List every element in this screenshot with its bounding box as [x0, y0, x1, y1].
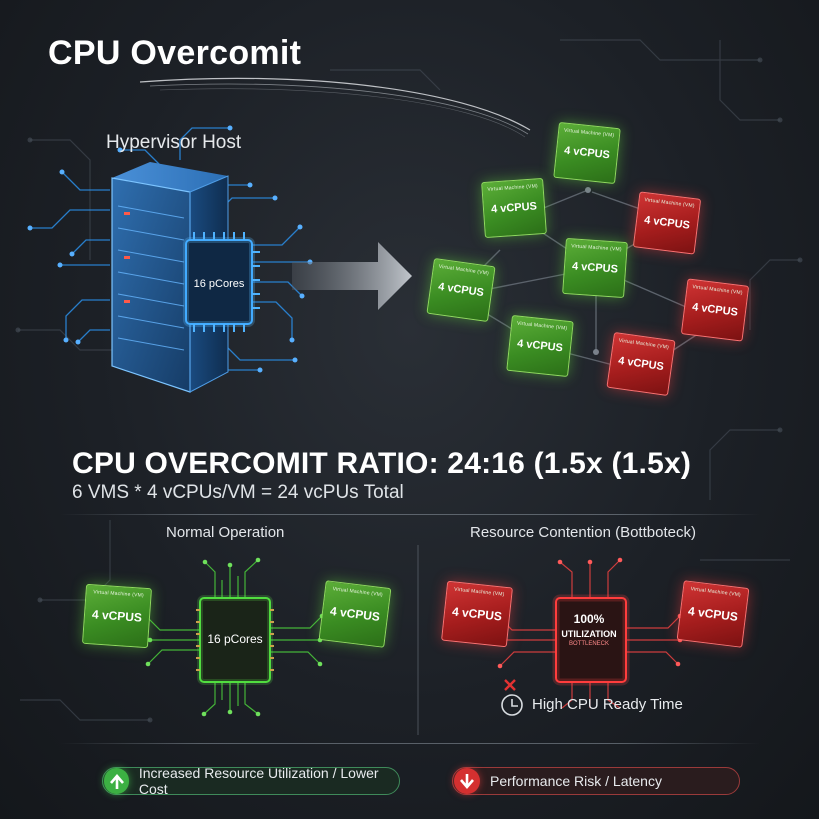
- benefit-badge: [104, 768, 129, 794]
- risk-badge: [454, 768, 480, 794]
- benefit-pill: Increased Resource Utilization / Lower C…: [102, 765, 400, 797]
- vm-card: Virtual Machine (VM) 4 vCPUS: [606, 331, 676, 397]
- risk-pill: Performance Risk / Latency: [452, 767, 740, 795]
- overcommit-ratio-heading: CPU OVERCOMIT RATIO: 24:16 (1.5x (1.5x): [72, 447, 692, 480]
- vm-card: Virtual Machine (VM) 4 vCPUS: [481, 177, 547, 239]
- clock-warning-icon: [501, 679, 523, 716]
- vm-card: Virtual Machine (VM) 4 vCPUS: [506, 314, 574, 378]
- normal-chip-icon: [196, 595, 274, 685]
- vm-card: Virtual Machine (VM) 4 vCPUS: [562, 237, 628, 299]
- normal-chip-label: 16 pCores: [207, 632, 263, 646]
- host-chip-icon: [183, 232, 260, 332]
- divider: [60, 514, 760, 515]
- vm-card: Virtual Machine (VM) 4 vCPUS: [632, 191, 702, 255]
- benefit-text: Increased Resource Utilization / Lower C…: [138, 765, 379, 797]
- normal-operation-label: Normal Operation: [166, 524, 285, 541]
- arrow-right-icon: [292, 242, 412, 310]
- overcommit-formula: 6 VMS * 4 vCPUs/VM = 24 vcPUs Total: [72, 482, 404, 503]
- host-label: Hypervisor Host: [106, 132, 242, 153]
- vm-card: Virtual Machine (VM) 4 vCPUS: [441, 580, 513, 648]
- vm-card: Virtual Machine (VM) 4 vCPUS: [553, 121, 621, 185]
- vm-card: Virtual Machine (VM) 4 vCPUS: [426, 257, 496, 323]
- vm-card: Virtual Machine (VM) 4 vCPUS: [81, 583, 153, 649]
- utilization-readout: 100% UTILIZATION BOTTLENECK: [561, 612, 617, 647]
- resource-contention-label: Resource Contention (Bottboteck): [470, 524, 696, 541]
- vm-card: Virtual Machine (VM) 4 vCPUS: [680, 278, 750, 342]
- host-chip-label: 16 pCores: [193, 278, 245, 290]
- contention-chip-icon: [552, 594, 630, 686]
- vm-card: Virtual Machine (VM) 4 vCPUS: [318, 580, 392, 648]
- cpu-ready-time-label: High CPU Ready Time: [532, 696, 683, 713]
- risk-text: Performance Risk / Latency: [490, 773, 662, 789]
- vm-card: Virtual Machine (VM) 4 vCPUS: [676, 580, 750, 648]
- page-title: CPU Overcomit: [48, 34, 302, 72]
- divider: [60, 743, 760, 744]
